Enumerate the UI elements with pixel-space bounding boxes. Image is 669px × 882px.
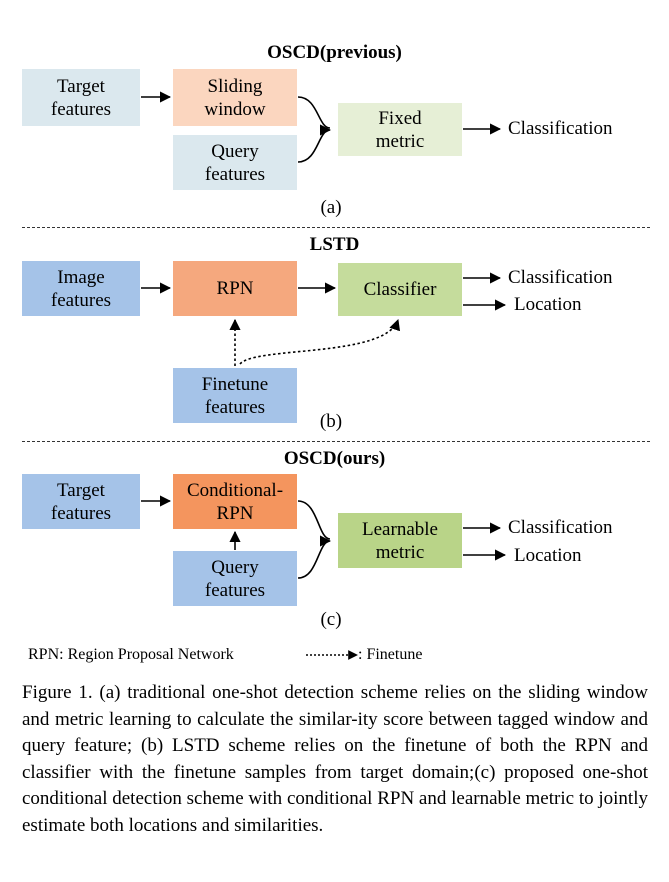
output-location-c: Location [514,545,582,566]
panel-b-title: LSTD [309,234,360,255]
classifier-box: Classifier [338,263,462,316]
finetune-arrow-to-classifier [239,318,400,365]
panel-b-label: (b) [319,411,343,432]
output-classification-a: Classification [508,118,613,139]
merge-curve-bottom-a [297,124,332,163]
merge-curve-top-a [297,96,331,129]
image-features-box: Image features [22,261,140,316]
figure-caption: Figure 1. (a) traditional one-shot detec… [22,682,648,836]
learnable-metric-box: Learnable metric [338,513,462,568]
query-features-box-c: Query features [173,551,297,606]
target-features-box-a: Target features [22,69,140,126]
panel-a-label: (a) [320,197,342,218]
output-classification-b: Classification [508,267,613,288]
conditional-rpn-box: Conditional- RPN [173,474,297,529]
legend-rpn-note: RPN: Region Proposal Network [28,646,234,663]
merge-curve-bottom-c [297,535,332,579]
divider-1 [22,227,650,228]
divider-2 [22,441,650,442]
finetune-features-box: Finetune features [173,368,297,423]
fixed-metric-box: Fixed metric [338,103,462,156]
merge-curve-top-c [297,500,331,540]
output-classification-c: Classification [508,517,613,538]
query-features-box-a: Query features [173,135,297,190]
panel-c-title: OSCD(ours) [283,448,386,469]
output-location-b: Location [514,294,582,315]
legend-finetune-note: : Finetune [358,646,423,663]
panel-a-title: OSCD(previous) [267,42,402,63]
target-features-box-c: Target features [22,474,140,529]
panel-c-label: (c) [320,609,342,630]
rpn-box: RPN [173,261,297,316]
sliding-window-box: Sliding window [173,69,297,126]
